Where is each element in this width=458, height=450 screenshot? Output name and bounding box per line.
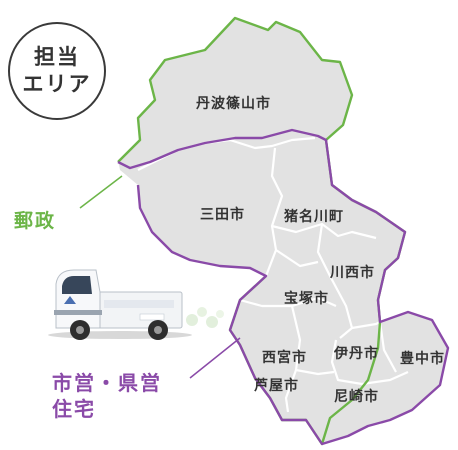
city-label-toyonaka: 豊中市 [400,351,445,367]
legend-housing-line-1: 市営・県営 [52,371,162,395]
housing-leader-line [189,337,241,379]
city-label-ashiya: 芦屋市 [254,378,299,394]
city-label-nishinomiya: 西宮市 [262,350,307,366]
legend-postal: 郵政 [14,210,57,232]
city-label-inagawa: 猪名川町 [284,209,344,225]
legend-housing: 市営・県営 住宅 [52,370,162,422]
city-label-amagasaki: 尼崎市 [334,389,379,405]
map-region [118,18,448,444]
city-label-takarazuka: 宝塚市 [284,291,329,307]
city-label-kawanishi: 川西市 [330,265,375,281]
city-label-tamba-sasayama: 丹波篠山市 [196,96,271,112]
area-badge: 担当 エリア [8,22,106,120]
delivery-truck-icon [48,269,224,340]
housing-boundary-line [117,128,450,446]
postal-leader-line [79,175,123,209]
badge-line-1: 担当 [34,44,80,69]
city-label-sanda: 三田市 [200,207,245,223]
legend-housing-line-2: 住宅 [52,397,96,421]
city-label-itami: 伊丹市 [334,346,379,362]
badge-line-2: エリア [22,72,92,96]
